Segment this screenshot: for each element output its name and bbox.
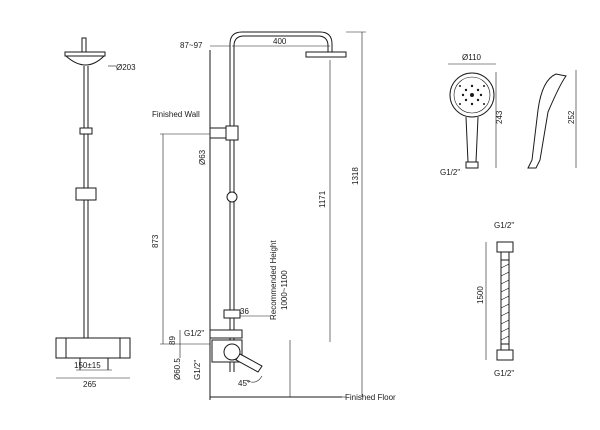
front-view: Ø203 150±15 265 [55, 37, 136, 389]
w87-label: 87~97 [180, 41, 203, 50]
g12-valve-label: G1/2" [184, 329, 204, 338]
hand-shower-views: Ø110 243 G1/2" 252 [440, 53, 577, 177]
w265-label: 265 [83, 380, 97, 389]
h89-label: 89 [168, 336, 177, 345]
side-spout [235, 353, 263, 373]
front-right-handle [119, 337, 131, 359]
riser-inner [233, 35, 329, 372]
rec-height-label: Recommended Height [269, 240, 278, 320]
h873-label: 873 [151, 234, 160, 248]
bracket-clamp [225, 125, 239, 141]
finished-floor-label: Finished Floor [345, 393, 396, 402]
h1318-label: 1318 [351, 167, 360, 185]
valve-upper-connection [209, 329, 243, 339]
h1500-label: 1500 [476, 286, 485, 304]
hose-ribbing [500, 263, 510, 341]
g12-valve2-label: G1/2" [193, 360, 202, 380]
riser-outer [229, 31, 333, 372]
upper-nut [223, 309, 241, 319]
w150-label: 150±15 [74, 361, 101, 370]
hose-view: G1/2" G1/2" 1500 [476, 221, 514, 378]
side-slide-holder [226, 191, 238, 203]
hose-bottom-cone [500, 343, 510, 351]
side-view: 87~97 400 Finished Wall Ø63 873 1171 131… [151, 31, 396, 402]
side-valve-knob [223, 343, 241, 361]
front-pipe-clamp [79, 127, 93, 135]
d63-label: Ø63 [198, 149, 207, 165]
w400-label: 400 [273, 37, 287, 46]
side-shower-head [305, 51, 347, 58]
rec-range-label: 1000~1100 [280, 270, 289, 310]
d110-label: Ø110 [462, 53, 482, 62]
ang45-arc [245, 375, 263, 383]
hose-top-cone [500, 251, 510, 261]
g12-hose-bot-label: G1/2" [494, 369, 514, 378]
front-thermostat-body [55, 337, 131, 359]
h243-label: 243 [495, 110, 504, 124]
g12-hose-top-label: G1/2" [494, 221, 514, 230]
spray-nozzles [459, 84, 485, 106]
finished-wall-label: Finished Wall [152, 110, 200, 119]
hand-shower-nut [465, 161, 479, 169]
d60-5-label: Ø60.5 [173, 358, 182, 380]
hand-shower-ring [453, 76, 491, 114]
hand-shower-side-profile [527, 73, 567, 169]
w36-label: 36 [240, 307, 249, 316]
front-slide-holder [75, 187, 97, 201]
ang45-label: 45° [238, 379, 250, 388]
front-left-handle [55, 337, 67, 359]
head-connector [81, 37, 87, 53]
g12-hand-label: G1/2" [440, 168, 460, 177]
front-shower-head [64, 51, 106, 57]
hose-bottom-nut [496, 349, 514, 361]
h1171-label: 1171 [318, 190, 327, 208]
h252-label: 252 [567, 110, 576, 124]
front-head-dome [65, 55, 105, 66]
hand-shower-handle [465, 116, 479, 163]
hose-top-nut [496, 241, 514, 253]
d203-label: Ø203 [116, 63, 136, 72]
